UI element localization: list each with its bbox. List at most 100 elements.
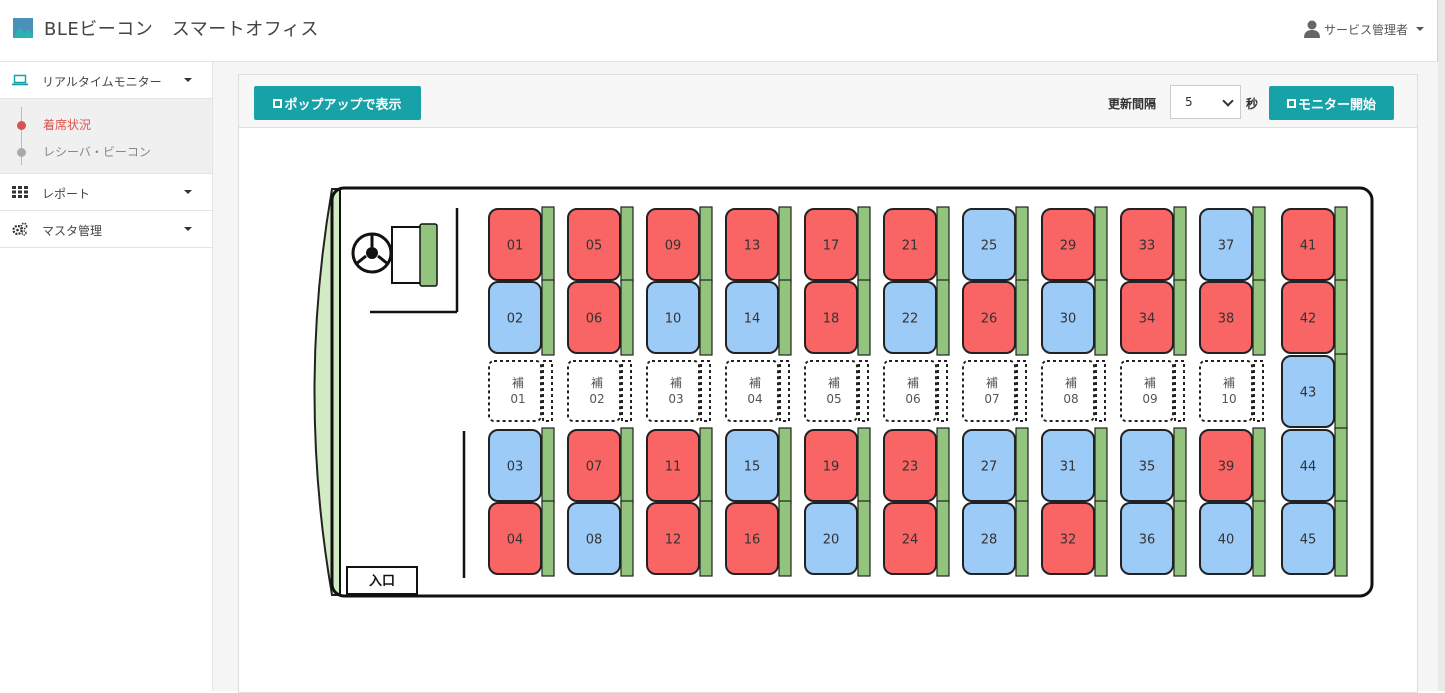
seat-22[interactable]: 22 <box>883 279 950 356</box>
seat-33[interactable]: 33 <box>1120 206 1187 283</box>
seat-07[interactable]: 07 <box>567 427 634 504</box>
seat-backrest <box>936 279 950 356</box>
seat-06[interactable]: 06 <box>567 279 634 356</box>
entrance-sign: 入口 <box>346 566 418 595</box>
aux-seat-06[interactable]: 補06 <box>883 360 948 422</box>
sidebar-item-master[interactable]: マスタ管理 <box>0 211 212 248</box>
seat-cushion <box>646 429 700 502</box>
laptop-icon <box>12 74 28 86</box>
aux-seat-kana: 補 <box>670 376 682 390</box>
sidebar-subitem-seat-status[interactable]: 着席状況 <box>43 118 92 132</box>
user-menu[interactable]: サービス管理者 <box>1303 20 1424 38</box>
seat-number: 30 <box>1060 312 1077 327</box>
seat-36[interactable]: 36 <box>1120 500 1187 577</box>
start-monitor-button[interactable]: モニター開始 <box>1269 86 1394 120</box>
seat-08[interactable]: 08 <box>567 500 634 577</box>
gears-icon <box>12 222 28 236</box>
seat-number: 22 <box>902 312 919 327</box>
seat-28[interactable]: 28 <box>962 500 1029 577</box>
seat-15[interactable]: 15 <box>725 427 792 504</box>
seat-cushion <box>1199 208 1253 281</box>
seat-38[interactable]: 38 <box>1199 279 1266 356</box>
aux-seat-number: 02 <box>589 392 604 406</box>
seat-35[interactable]: 35 <box>1120 427 1187 504</box>
seat-number: 18 <box>823 312 840 327</box>
seat-backrest <box>699 206 713 283</box>
aux-seat-07[interactable]: 補07 <box>962 360 1027 422</box>
interval-select[interactable]: 5 <box>1170 85 1241 119</box>
seat-19[interactable]: 19 <box>804 427 871 504</box>
seat-backrest <box>699 279 713 356</box>
seat-backrest <box>1334 353 1348 430</box>
seat-17[interactable]: 17 <box>804 206 871 283</box>
seat-number: 44 <box>1300 460 1317 475</box>
seat-01[interactable]: 01 <box>488 206 555 283</box>
seat-11[interactable]: 11 <box>646 427 713 504</box>
sidebar-item-label: レポート <box>42 187 91 201</box>
seat-23[interactable]: 23 <box>883 427 950 504</box>
seat-26[interactable]: 26 <box>962 279 1029 356</box>
aux-seat-number: 01 <box>510 392 525 406</box>
steering-wheel-icon <box>351 232 393 274</box>
seat-12[interactable]: 12 <box>646 500 713 577</box>
seat-09[interactable]: 09 <box>646 206 713 283</box>
seat-02[interactable]: 02 <box>488 279 555 356</box>
aux-seat-03[interactable]: 補03 <box>646 360 711 422</box>
seat-30[interactable]: 30 <box>1041 279 1108 356</box>
aux-seat-08[interactable]: 補08 <box>1041 360 1106 422</box>
seat-backrest <box>620 500 634 577</box>
seat-cushion <box>962 429 1016 502</box>
seat-21[interactable]: 21 <box>883 206 950 283</box>
seat-cushion <box>1120 502 1174 575</box>
seat-42[interactable]: 42 <box>1281 279 1348 356</box>
aux-seat-10[interactable]: 補10 <box>1199 360 1264 422</box>
seat-cushion <box>1041 429 1095 502</box>
seat-14[interactable]: 14 <box>725 279 792 356</box>
seat-10[interactable]: 10 <box>646 279 713 356</box>
seat-34[interactable]: 34 <box>1120 279 1187 356</box>
seat-25[interactable]: 25 <box>962 206 1029 283</box>
seat-29[interactable]: 29 <box>1041 206 1108 283</box>
seat-16[interactable]: 16 <box>725 500 792 577</box>
aux-seat-04[interactable]: 補04 <box>725 360 790 422</box>
aux-seat-kana: 補 <box>1223 376 1235 390</box>
page-scrollbar[interactable] <box>1437 0 1445 691</box>
seat-24[interactable]: 24 <box>883 500 950 577</box>
seat-13[interactable]: 13 <box>725 206 792 283</box>
popup-button[interactable]: ポップアップで表示 <box>254 86 421 120</box>
seat-37[interactable]: 37 <box>1199 206 1266 283</box>
seat-27[interactable]: 27 <box>962 427 1029 504</box>
seat-44[interactable]: 44 <box>1281 427 1348 504</box>
seat-43[interactable]: 43 <box>1281 353 1348 430</box>
seat-number: 09 <box>665 239 682 254</box>
seat-number: 11 <box>665 460 682 475</box>
seat-20[interactable]: 20 <box>804 500 871 577</box>
seat-cushion <box>1199 502 1253 575</box>
top-bar: BLEビーコン スマートオフィス サービス管理者 <box>0 0 1438 62</box>
seat-04[interactable]: 04 <box>488 500 555 577</box>
seat-backrest <box>620 206 634 283</box>
seat-backrest <box>1173 279 1187 356</box>
seat-45[interactable]: 45 <box>1281 500 1348 577</box>
sidebar-subitem-receiver-beacon[interactable]: レシーバ・ビーコン <box>43 145 151 159</box>
seat-backrest <box>1015 206 1029 283</box>
aux-seat-01[interactable]: 補01 <box>488 360 553 422</box>
seat-31[interactable]: 31 <box>1041 427 1108 504</box>
seat-backrest <box>778 500 792 577</box>
seat-32[interactable]: 32 <box>1041 500 1108 577</box>
seat-18[interactable]: 18 <box>804 279 871 356</box>
seat-03[interactable]: 03 <box>488 427 555 504</box>
seat-cushion <box>488 281 542 354</box>
sidebar-item-realtime-monitor[interactable]: リアルタイムモニター <box>0 62 212 99</box>
aux-seat-02[interactable]: 補02 <box>567 360 632 422</box>
seat-05[interactable]: 05 <box>567 206 634 283</box>
aux-seat-09[interactable]: 補09 <box>1120 360 1185 422</box>
aux-seat-05[interactable]: 補05 <box>804 360 869 422</box>
sidebar-item-report[interactable]: レポート <box>0 174 212 211</box>
seat-41[interactable]: 41 <box>1281 206 1348 283</box>
seat-40[interactable]: 40 <box>1199 500 1266 577</box>
aux-seat-cushion <box>1120 360 1174 422</box>
seat-cushion <box>646 502 700 575</box>
seat-39[interactable]: 39 <box>1199 427 1266 504</box>
seat-cushion <box>962 281 1016 354</box>
